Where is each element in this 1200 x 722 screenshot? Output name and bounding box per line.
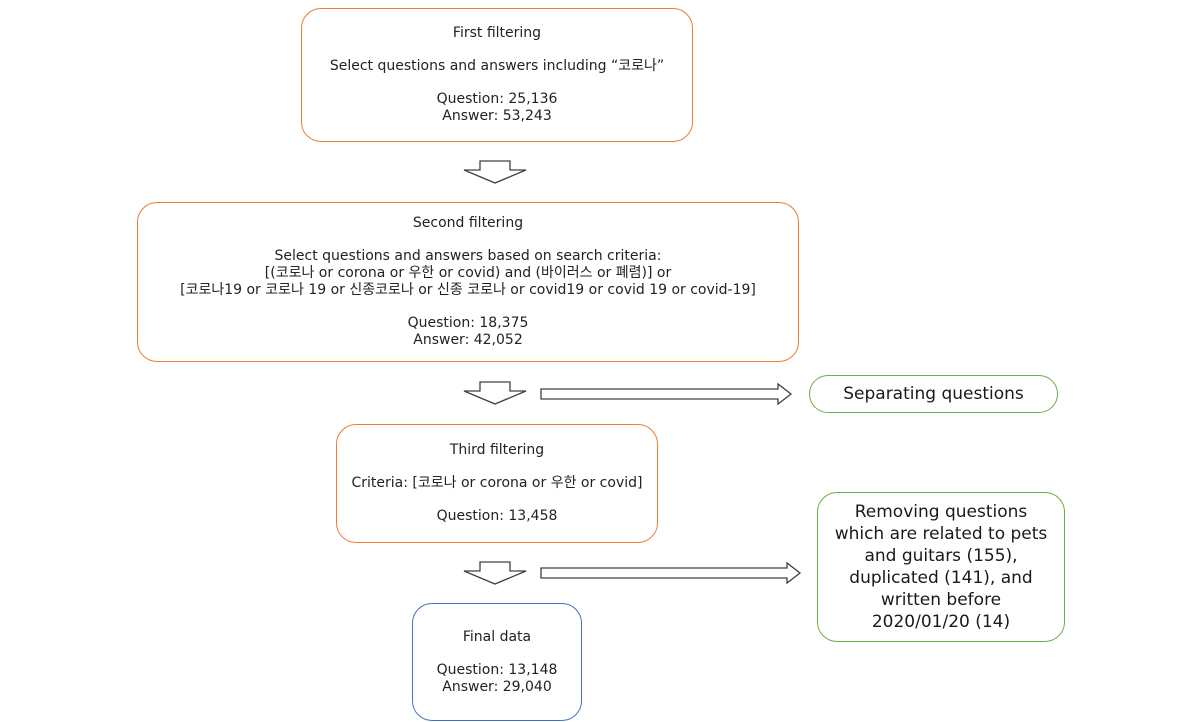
final-data-box: Final data Question: 13,148 Answer: 29,0…: [412, 603, 582, 721]
third-filtering-criteria: Criteria: [코로나 or corona or 우한 or covid]: [351, 475, 643, 491]
second-filtering-desc-line: [코로나19 or 코로나 19 or 신종코로나 or 신종 코로나 or c…: [180, 282, 756, 298]
down-arrow-2: [463, 381, 527, 405]
second-filtering-box: Second filtering Select questions and an…: [137, 202, 799, 362]
second-filtering-answer-count: Answer: 42,052: [413, 332, 523, 348]
second-filtering-desc-line: Select questions and answers based on se…: [274, 248, 662, 264]
removing-questions-line: and guitars (155),: [864, 546, 1018, 566]
first-filtering-box: First filtering Select questions and ans…: [301, 8, 693, 142]
first-filtering-answer-count: Answer: 53,243: [442, 108, 552, 124]
removing-questions-box: Removing questions which are related to …: [817, 492, 1065, 642]
second-filtering-title: Second filtering: [412, 215, 524, 231]
third-filtering-title: Third filtering: [449, 442, 545, 458]
third-filtering-question-count: Question: 13,458: [436, 508, 558, 524]
down-arrow-3: [463, 561, 527, 585]
second-filtering-desc-line: [(코로나 or corona or 우한 or covid) and (바이러…: [264, 265, 672, 281]
final-data-title: Final data: [462, 628, 532, 645]
first-filtering-description: Select questions and answers including “…: [330, 58, 664, 75]
removing-questions-line: Removing questions: [854, 502, 1028, 522]
second-filtering-description: Select questions and answers based on se…: [180, 248, 756, 299]
removing-questions-line: 2020/01/20 (14): [871, 612, 1011, 632]
separating-questions-label: Separating questions: [843, 384, 1024, 404]
removing-questions-line: which are related to pets: [834, 524, 1048, 544]
removing-questions-line: written before: [880, 590, 1002, 610]
third-filtering-description: Criteria: [코로나 or corona or 우한 or covid]: [352, 475, 643, 492]
second-filtering-question-count: Question: 18,375: [407, 315, 529, 331]
first-filtering-title: First filtering: [452, 25, 542, 41]
final-data-question-count: Question: 13,148: [436, 661, 558, 678]
first-filtering-question-count: Question: 25,136: [436, 91, 558, 107]
separating-questions-box: Separating questions: [809, 375, 1058, 413]
third-filtering-box: Third filtering Criteria: [코로나 or corona…: [336, 424, 658, 543]
removing-questions-line: duplicated (141), and: [849, 568, 1033, 588]
right-arrow-2: [540, 561, 802, 585]
first-filtering-desc-line: Select questions and answers including “…: [329, 58, 665, 74]
down-arrow-1: [463, 160, 527, 184]
right-arrow-1: [540, 382, 793, 406]
final-data-answer-count: Answer: 29,040: [442, 678, 552, 695]
